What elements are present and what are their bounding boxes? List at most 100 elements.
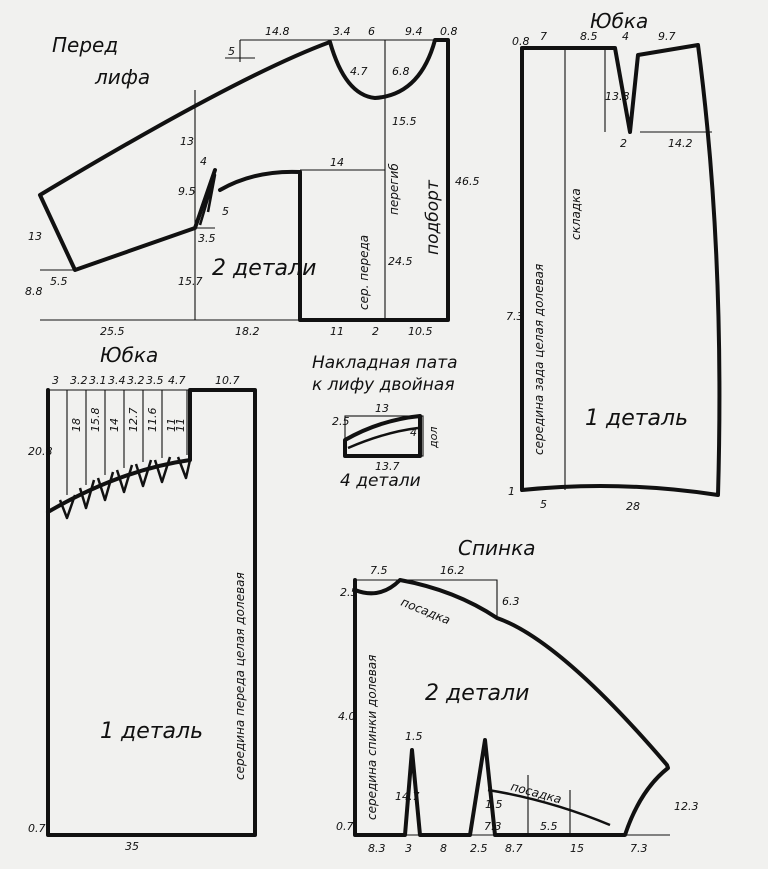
back-center: середина спинки долевая: [365, 655, 379, 820]
dim-label: 7.3: [630, 842, 648, 855]
skirt-front-parts: 1 деталь: [100, 719, 203, 744]
dim-label: 7.5: [370, 564, 388, 577]
dim-label: 4: [200, 155, 207, 168]
dim-label: 10.7: [215, 374, 240, 387]
skirt-front-dims: 20.8 0.7 35: [28, 445, 139, 853]
dim-label: 3.4: [108, 374, 126, 387]
dim-label: 11: [174, 418, 187, 432]
dim-label: 11: [165, 418, 178, 432]
dim-label: 9.7: [658, 30, 676, 43]
flap-dims: 13 2.5 4 13.7 дол: [332, 402, 440, 473]
dim-label: 13: [180, 135, 194, 148]
dim-label: 8: [440, 842, 447, 855]
skirt-back-parts: 1 деталь: [585, 406, 688, 431]
skirt-back-guides: [564, 50, 712, 490]
dim-label: 11: [330, 325, 344, 338]
dim-label: 8.5: [580, 30, 598, 43]
dim-label: 9.4: [405, 25, 423, 38]
dim-label: 3.4: [333, 25, 351, 38]
flap-piece: Накладная пата к лифу двойная 4 детали 1…: [312, 353, 458, 491]
front-bodice-dart: [198, 173, 217, 226]
dim-label: 9.5: [178, 185, 196, 198]
dim-label: 7.3: [484, 820, 502, 833]
dim-label: 0.7: [336, 820, 354, 833]
dim-label: 4: [622, 30, 629, 43]
skirt-front-title: Юбка: [100, 343, 158, 367]
back-piece: Спинка 2 детали посадка посадка середина…: [336, 536, 699, 855]
dim-label: 4: [410, 426, 417, 439]
skirt-front-dart-dims: 18 15.8 14 12.7 11.6 11 11: [70, 408, 187, 433]
flap-parts: 4 детали: [340, 471, 421, 491]
back-title: Спинка: [458, 536, 535, 560]
dim-label: 12.3: [674, 800, 699, 813]
dim-label: 25.5: [100, 325, 125, 338]
skirt-front-grain: середина переда целая долевая: [233, 572, 247, 780]
dim-label: дол: [427, 427, 440, 449]
flap-title-1: Накладная пата: [312, 353, 458, 373]
dim-label: 7.3: [506, 310, 524, 323]
back-dims: 7.5 16.2 2.5 6.3 4.0 1.5 14.7 0.7 1.5 7.…: [336, 564, 699, 855]
dim-label: 15.5: [392, 115, 417, 128]
front-bodice-piece: Перед лифа 2 детали перегиб подборт сер.…: [25, 25, 480, 338]
dim-label: 0.8: [440, 25, 458, 38]
dim-label: 28: [626, 500, 640, 513]
dim-label: 5: [228, 45, 235, 58]
dim-label: 3.1: [89, 374, 107, 387]
skirt-back-title: Юбка: [590, 9, 648, 33]
back-ease-label: посадка: [399, 595, 453, 627]
front-bodice-parts: 2 детали: [212, 256, 316, 281]
dim-label: 3.2: [127, 374, 145, 387]
skirt-back-dims: 0.8 7 8.5 4 9.7 13.8 2 14.2 7.3 1 5 28: [506, 30, 693, 513]
flap-outline: [343, 414, 422, 458]
dim-label: 3.2: [70, 374, 88, 387]
front-bodice-title-1: Перед: [52, 33, 118, 57]
dim-label: 4.7: [350, 65, 368, 78]
dim-label: 2: [620, 137, 627, 150]
dim-label: 2.5: [332, 415, 350, 428]
dim-label: 5.5: [540, 820, 558, 833]
dim-label: 2.5: [470, 842, 488, 855]
skirt-front-top-dims: 3 3.2 3.1 3.4 3.2 3.5 4.7 10.7: [52, 374, 240, 387]
dim-label: 3.5: [146, 374, 164, 387]
skirt-front-darts: [58, 456, 192, 520]
dim-label: 24.5: [388, 255, 413, 268]
front-bodice-center: сер. переда: [357, 235, 371, 310]
skirt-front-outline: [46, 388, 257, 837]
dim-label: 8.3: [368, 842, 386, 855]
flap-title-2: к лифу двойная: [312, 375, 455, 395]
dim-label: 12.7: [127, 408, 140, 433]
dim-label: 6.8: [392, 65, 410, 78]
dim-label: 14: [108, 418, 121, 432]
dim-label: 6: [368, 25, 375, 38]
front-bodice-fold: перегиб: [387, 163, 401, 215]
back-ease-label-2: посадка: [509, 779, 563, 806]
front-bodice-outline: [38, 38, 450, 322]
dim-label: 14: [330, 156, 344, 169]
dim-label: 4.7: [168, 374, 186, 387]
front-bodice-title-2: лифа: [94, 65, 150, 89]
skirt-back-piece: Юбка 1 деталь середина зада целая долева…: [506, 9, 722, 513]
back-parts: 2 детали: [425, 681, 529, 706]
dim-label: 1: [508, 485, 515, 498]
dim-label: 16.2: [440, 564, 465, 577]
dim-label: 18: [70, 418, 83, 432]
dim-label: 1.5: [405, 730, 423, 743]
back-outline: [353, 578, 670, 837]
dim-label: 5: [540, 498, 547, 511]
skirt-front-guides: [48, 389, 255, 495]
dim-label: 10.5: [408, 325, 433, 338]
dim-label: 14.2: [668, 137, 693, 150]
dim-label: 0.8: [512, 35, 530, 48]
dim-label: 20.8: [28, 445, 53, 458]
dim-label: 2.5: [340, 586, 358, 599]
dim-label: 15.8: [89, 408, 102, 433]
flap-inner-line: [347, 426, 419, 450]
front-bodice-dims: 14.8 3.4 6 9.4 0.8 5 4.7 6.8 13 15.5 46.…: [25, 25, 480, 338]
dim-label: 3: [405, 842, 412, 855]
dim-label: 35: [125, 840, 139, 853]
skirt-front-piece: Юбка 1 деталь середина переда целая доле…: [28, 343, 257, 853]
dim-label: 14.8: [265, 25, 290, 38]
dim-label: 1.5: [485, 798, 503, 811]
dim-label: 14.7: [395, 790, 420, 803]
